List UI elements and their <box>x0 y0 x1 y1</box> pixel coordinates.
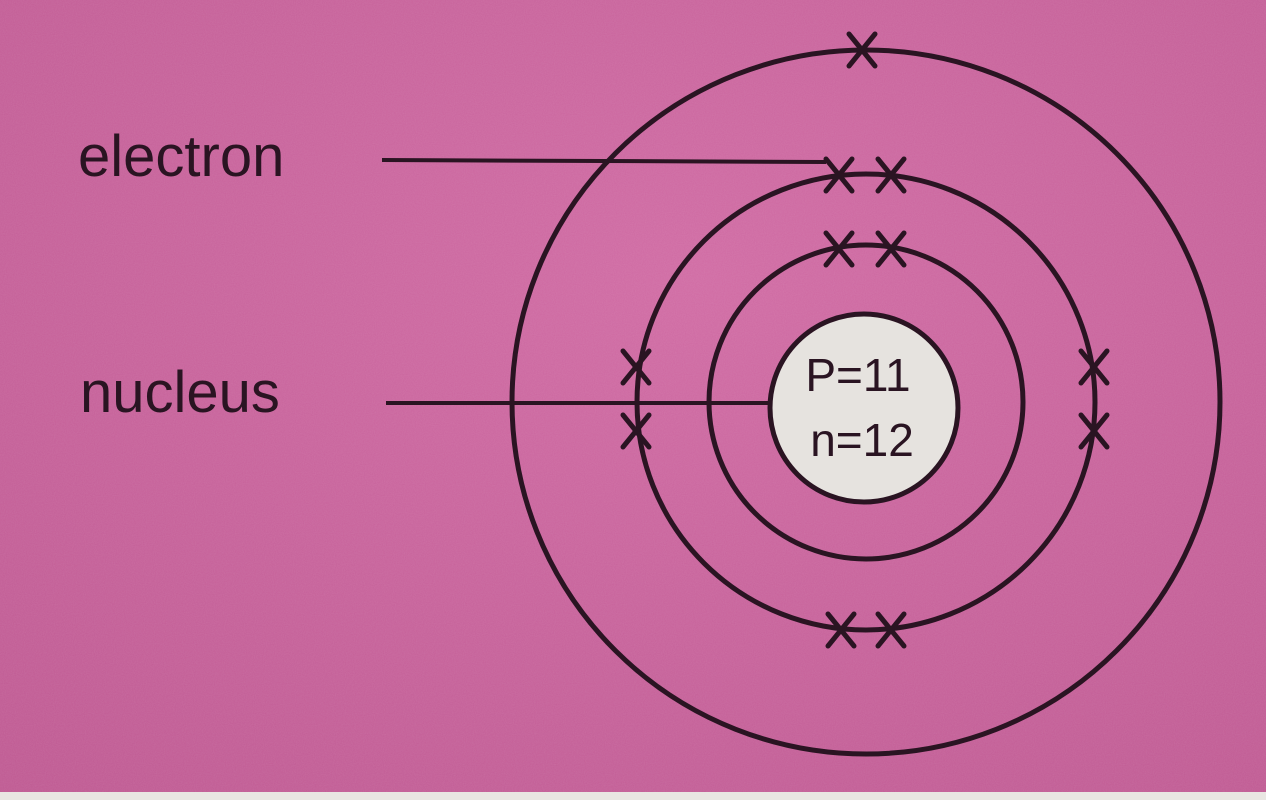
nucleus-protons: P=11 <box>805 349 910 401</box>
electron-cross <box>620 348 652 386</box>
nucleus-neutrons: n=12 <box>810 414 914 466</box>
electron-label: electron <box>78 124 284 189</box>
electron-cross <box>875 611 907 649</box>
nucleus-label: nucleus <box>80 360 280 425</box>
electron-cross <box>1078 348 1110 386</box>
electron-cross <box>846 31 878 69</box>
electron-cross <box>620 412 652 450</box>
electron-cross <box>823 156 855 194</box>
electron-cross <box>823 230 855 268</box>
nucleus <box>767 311 961 505</box>
electron-cross <box>1078 412 1110 450</box>
page-edge <box>0 792 1266 800</box>
electron-cross <box>825 611 857 649</box>
electron-leader-line <box>381 158 827 164</box>
electron-cross <box>875 230 907 268</box>
electron-cross <box>875 156 907 194</box>
